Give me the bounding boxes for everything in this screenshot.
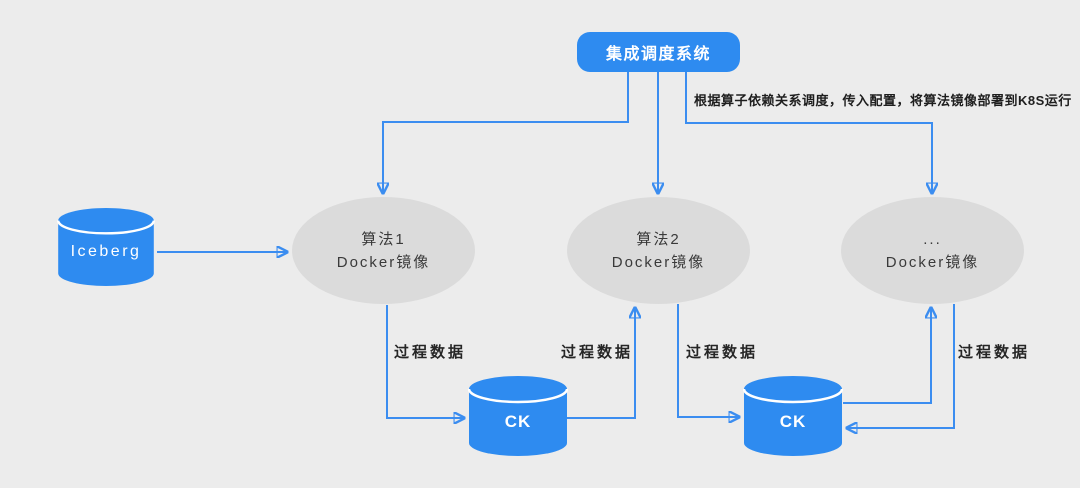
- edge-algo2-to-ck2: [677, 304, 738, 417]
- edge-scheduler-to-algo1: [383, 72, 629, 192]
- database-cylinder-icon: [468, 376, 568, 456]
- edge-label-algo2-to-ck2: 过程数据: [686, 344, 759, 361]
- algo2-node: 算法2 Docker镜像: [567, 197, 750, 304]
- algo3-node: ... Docker镜像: [841, 197, 1024, 304]
- edge-algo3-to-ck2: [848, 304, 955, 428]
- edge-ck2-to-algo3: [843, 309, 931, 404]
- algo3-title: ...: [923, 230, 942, 248]
- algo1-subtitle: Docker镜像: [336, 253, 431, 271]
- database-cylinder-icon: [56, 207, 156, 287]
- edge-label-ck1-to-algo2: 过程数据: [561, 344, 634, 361]
- ck2-label: CK: [779, 412, 807, 431]
- edge-scheduler-to-algo3: [685, 72, 932, 192]
- algo3-subtitle: Docker镜像: [885, 253, 980, 271]
- scheduler-annotation: 根据算子依赖关系调度，传入配置，将算法镜像部署到K8S运行: [694, 93, 1072, 108]
- algo1-title: 算法1: [361, 230, 406, 248]
- ck1-label: CK: [504, 412, 532, 431]
- ck1-db-node: CK: [468, 375, 568, 457]
- iceberg-label: Iceberg: [70, 243, 142, 260]
- scheduler-label: 集成调度系统: [605, 46, 711, 63]
- edge-algo1-to-ck1: [386, 305, 463, 418]
- algo2-subtitle: Docker镜像: [611, 253, 706, 271]
- database-cylinder-icon: [743, 376, 843, 456]
- edge-ck1-to-algo2: [567, 309, 635, 419]
- edge-label-algo1-to-ck1: 过程数据: [394, 344, 467, 361]
- algo2-title: 算法2: [636, 230, 681, 248]
- edge-label-algo3-to-ck2: 过程数据: [958, 344, 1031, 361]
- scheduler-node: 集成调度系统: [577, 32, 740, 72]
- iceberg-db-node: Iceberg: [55, 207, 157, 287]
- algo1-node: 算法1 Docker镜像: [292, 197, 475, 304]
- ck2-db-node: CK: [743, 375, 843, 457]
